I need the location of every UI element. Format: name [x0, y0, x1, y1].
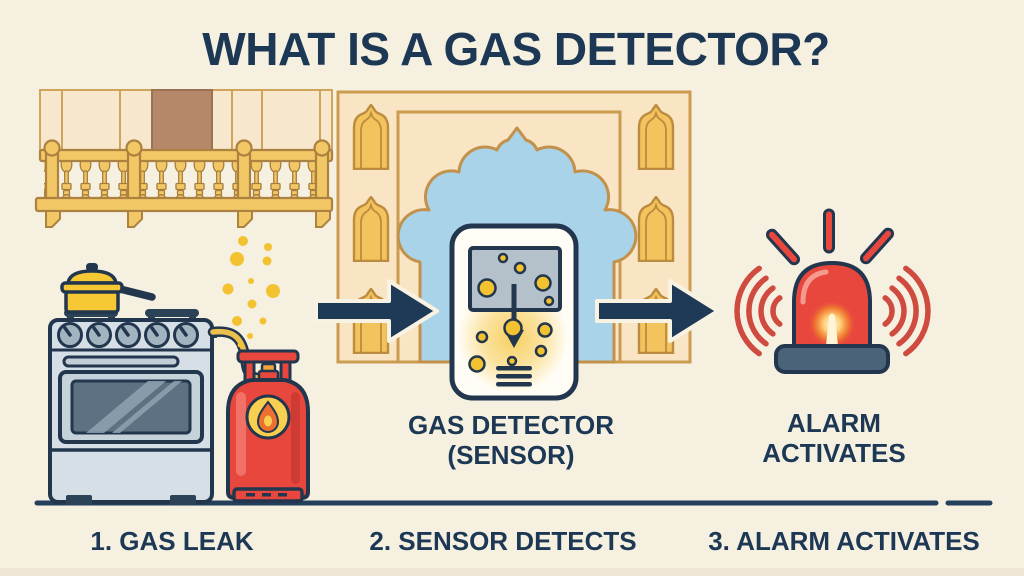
- gas-cylinder-icon: [226, 349, 310, 503]
- gas-bubbles-icon: [222, 236, 280, 348]
- step-label-2: 2. SENSOR DETECTS: [369, 526, 637, 556]
- stove-icon: [48, 309, 217, 505]
- sound-waves-icon: [734, 265, 931, 357]
- detector-label-line1: GAS DETECTOR: [407, 410, 615, 440]
- detector-label-line2: (SENSOR): [447, 440, 575, 470]
- detector-label: GAS DETECTOR (SENSOR): [408, 410, 614, 470]
- alert-rays-icon: [765, 208, 895, 266]
- alarm-label-line2: ACTIVATES: [762, 438, 906, 468]
- speaker-lines: [496, 366, 532, 387]
- page-title: WHAT IS A GAS DETECTOR?: [202, 23, 830, 75]
- alarm-label: ALARM ACTIVATES: [762, 408, 905, 468]
- balcony-illustration: [34, 89, 334, 228]
- cooking-pot-icon: [60, 263, 156, 314]
- flame-icon: [245, 394, 291, 440]
- step-label-1: 1. GAS LEAK: [90, 526, 254, 556]
- oven-handle: [62, 355, 180, 368]
- alarm-siren-icon: [734, 208, 931, 374]
- stove-knobs: [57, 322, 199, 348]
- step-label-3: 3. ALARM ACTIVATES: [708, 526, 980, 556]
- siren-base: [774, 344, 890, 374]
- alarm-label-line1: ALARM: [787, 408, 881, 438]
- gas-detector-icon: [449, 223, 579, 401]
